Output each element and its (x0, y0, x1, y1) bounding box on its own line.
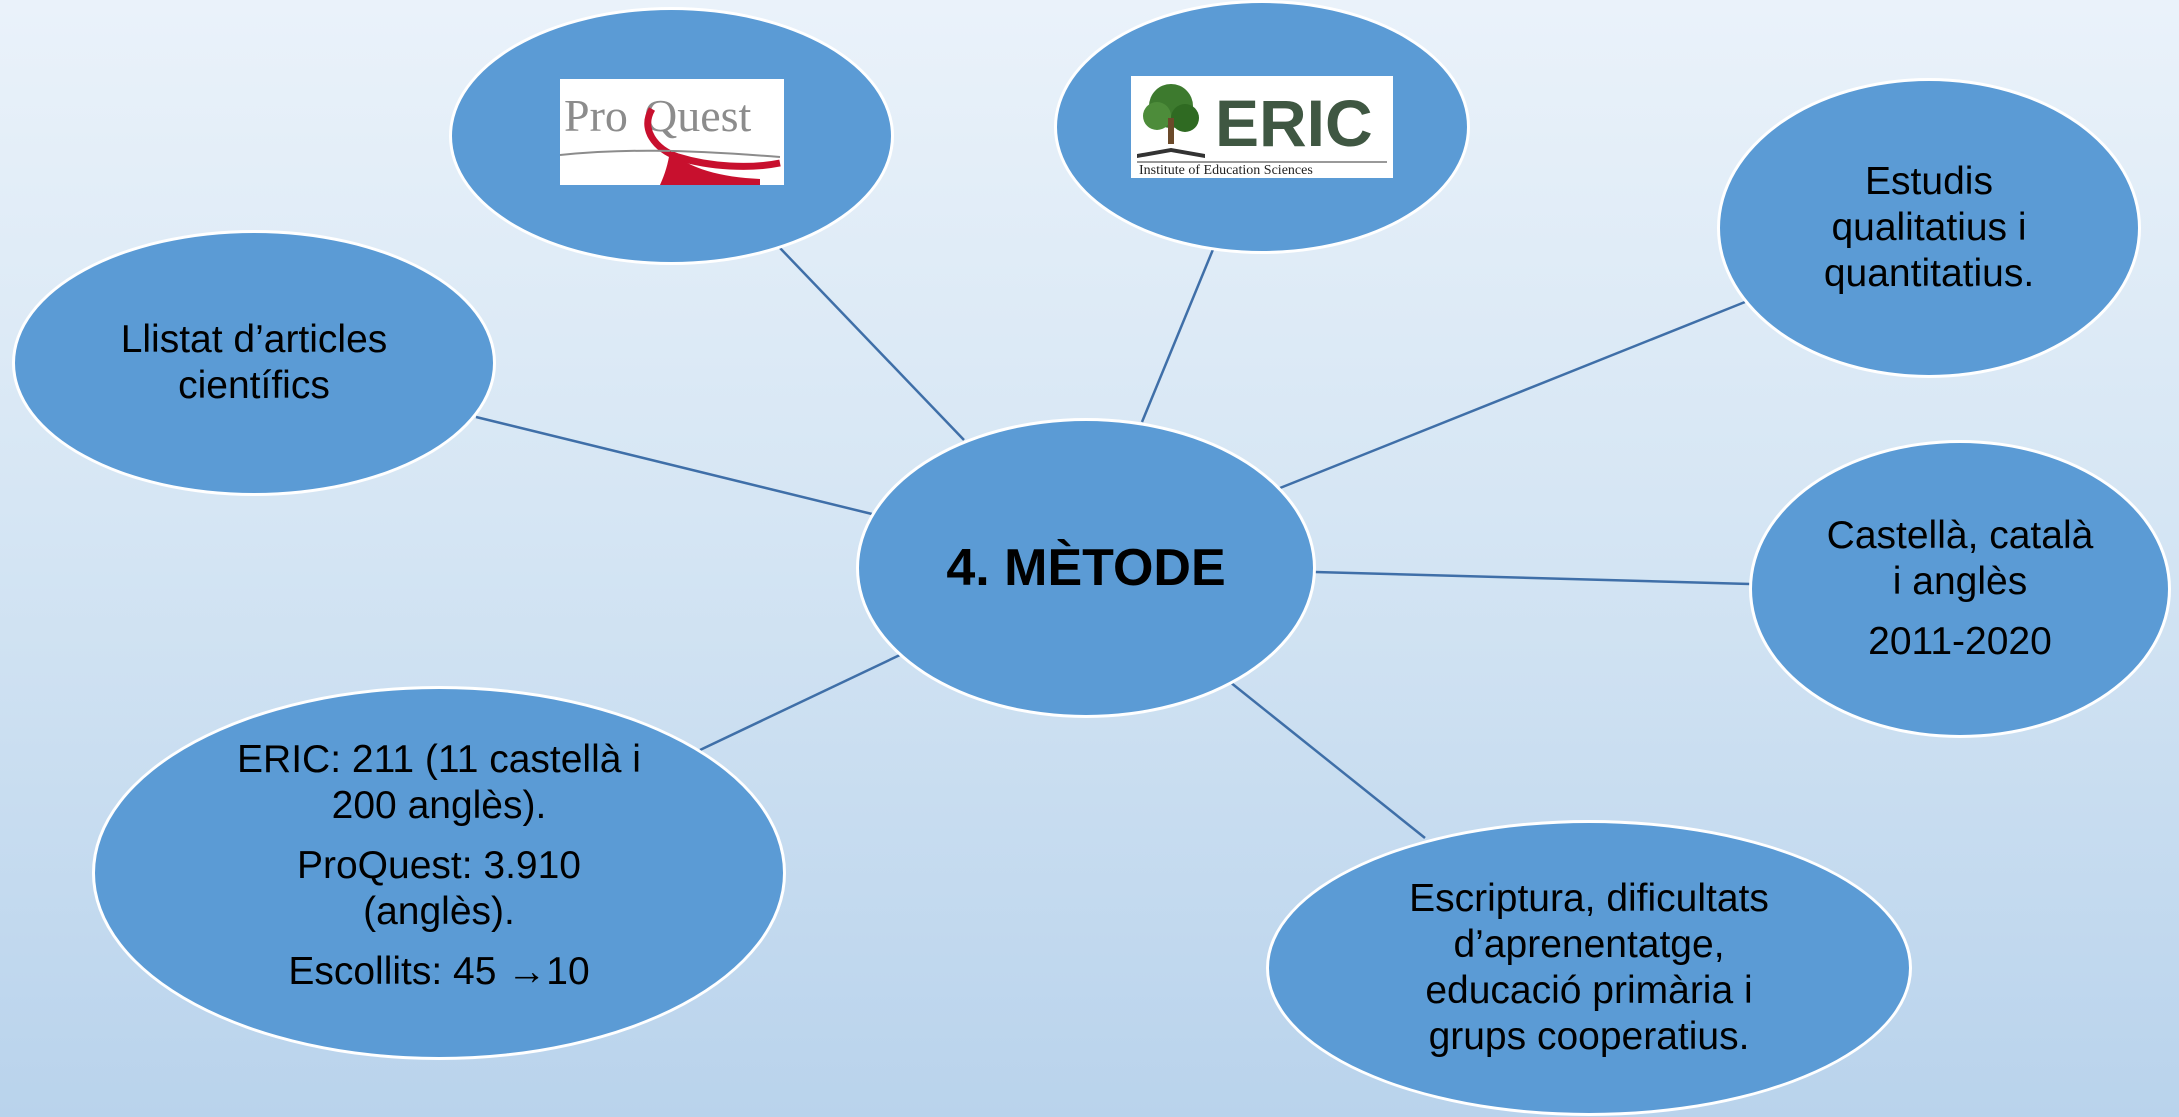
keywords-line-1: Escriptura, dificultats (1409, 877, 1769, 920)
connector-eric (1140, 246, 1216, 423)
node-keywords: Escriptura, dificultats d’aprenentatge, … (1266, 820, 1912, 1116)
svg-text:Quest: Quest (644, 90, 752, 141)
idiomes-line-2: i anglès (1892, 560, 2028, 603)
resultats-line-3: ProQuest: 3.910 (296, 844, 581, 887)
node-estudis: Estudis qualitatius i quantitatius. (1717, 78, 2141, 378)
estudis-line-3: quantitatius. (1823, 252, 2035, 295)
node-resultats: ERIC: 211 (11 castellà i 200 anglès). Pr… (92, 686, 786, 1060)
keywords-line-2: d’aprenentatge, (1453, 923, 1725, 966)
llistat-line-1: Llistat d’articles (120, 318, 388, 361)
eric-subtitle: Institute of Education Sciences (1139, 163, 1313, 178)
keywords-line-4: grups cooperatius. (1428, 1015, 1750, 1058)
node-eric: ERIC Institute of Education Sciences (1054, 0, 1470, 254)
node-llistat: Llistat d’articles científics (12, 230, 496, 496)
llistat-line-2: científics (178, 364, 330, 407)
node-proquest: Pro Quest (449, 7, 894, 265)
idiomes-line-3: 2011-2020 (1868, 620, 2052, 663)
svg-text:Pro: Pro (564, 90, 628, 141)
eric-tree-logo: ERIC Institute of Education Sciences (1131, 76, 1393, 178)
resultats-line-5: Escollits: 45 →10 (288, 950, 590, 993)
node-center: 4. MÈTODE (856, 418, 1316, 718)
center-title: 4. MÈTODE (946, 539, 1226, 597)
resultats-line-2: 200 anglès). (331, 784, 547, 827)
estudis-line-1: Estudis (1865, 160, 1993, 203)
connector-estudis (1279, 300, 1746, 490)
connector-resultats (699, 652, 903, 752)
keywords-line-3: educació primària i (1425, 969, 1753, 1012)
node-idiomes: Castellà, català i anglès 2011-2020 (1749, 440, 2171, 738)
connector-proquest (779, 247, 965, 441)
connector-keywords (1229, 681, 1426, 839)
resultats-line-4: (anglès). (363, 890, 515, 933)
idiomes-line-1: Castellà, català (1826, 514, 2094, 557)
connector-idiomes (1314, 570, 1751, 586)
proquest-logo: Pro Quest (559, 79, 784, 185)
eric-wordmark: ERIC (1215, 86, 1373, 160)
estudis-line-2: qualitatius i (1831, 206, 2027, 249)
resultats-line-1: ERIC: 211 (11 castellà i (237, 738, 641, 781)
connector-llistat (475, 415, 873, 516)
